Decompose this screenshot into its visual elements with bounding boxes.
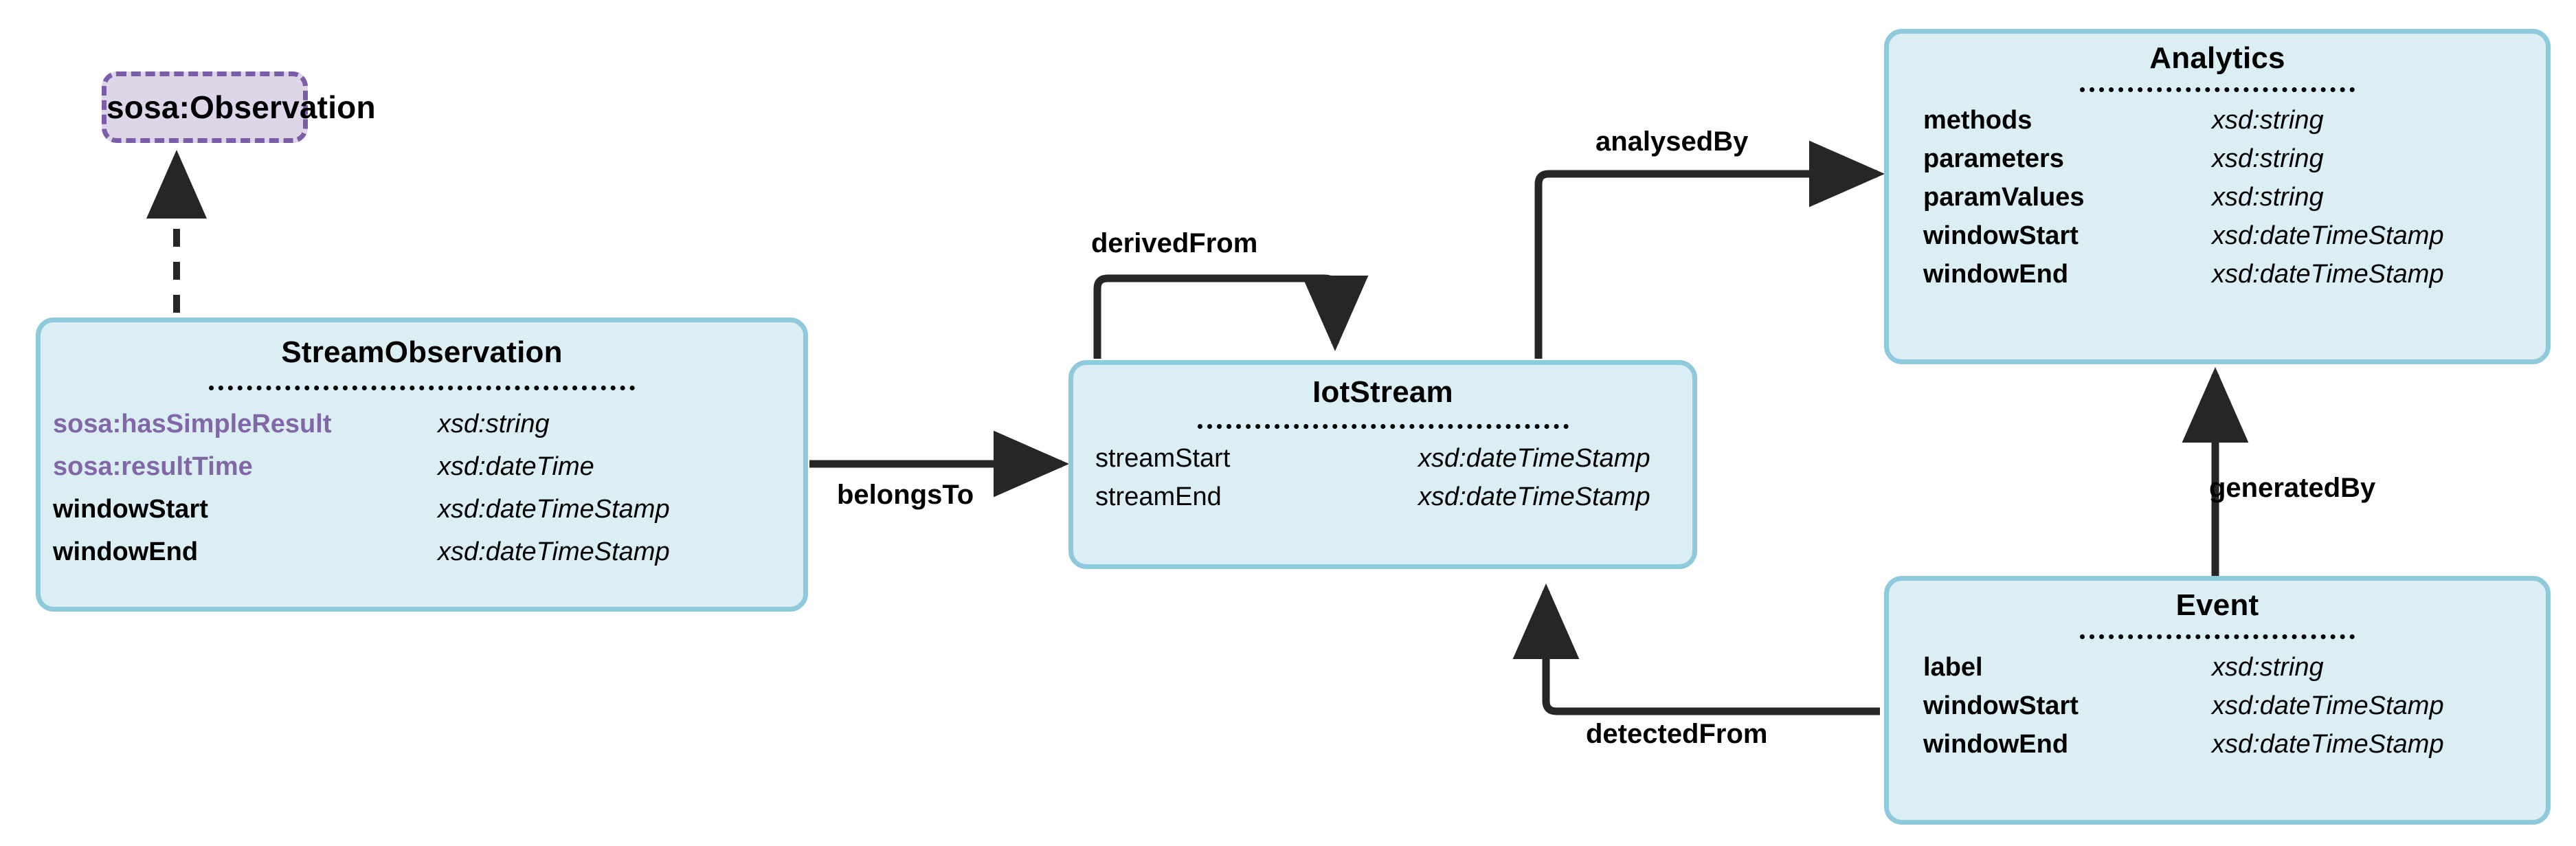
attribute-list-streamobservation: sosa:hasSimpleResult xsd:string sosa:res… xyxy=(41,411,816,581)
attribute-name: windowEnd xyxy=(1923,730,2069,759)
attribute-row: sosa:hasSimpleResult xsd:string xyxy=(53,411,816,454)
node-analytics[interactable]: Analytics methods xsd:string parameters … xyxy=(1884,29,2551,364)
attribute-type: xsd:string xyxy=(2212,144,2324,173)
attribute-type: xsd:dateTimeStamp xyxy=(2212,691,2444,720)
attribute-type: xsd:dateTimeStamp xyxy=(438,537,670,566)
edge-label-belongsto: belongsTo xyxy=(837,480,974,510)
attribute-row: windowEnd xsd:dateTimeStamp xyxy=(1923,261,2576,300)
edge-analysedby xyxy=(1534,140,1885,359)
attribute-list-analytics: methods xsd:string parameters xsd:string… xyxy=(1889,107,2576,300)
attribute-row: methods xsd:string xyxy=(1923,107,2576,146)
attribute-type: xsd:dateTime xyxy=(438,452,594,481)
edge-label-analysedby: analysedBy xyxy=(1595,126,1749,157)
attribute-name: sosa:resultTime xyxy=(53,452,253,481)
node-event[interactable]: Event label xsd:string windowStart xsd:d… xyxy=(1884,576,2551,825)
attribute-name: streamStart xyxy=(1095,444,1231,473)
attribute-name: methods xyxy=(1923,106,2032,135)
attribute-row: windowStart xsd:dateTimeStamp xyxy=(53,496,816,539)
node-separator xyxy=(1197,424,1569,429)
node-title-sosa-observation: sosa:Observation xyxy=(107,89,376,125)
attribute-type: xsd:string xyxy=(2212,653,2324,682)
attribute-type: xsd:string xyxy=(438,410,550,438)
edge-label-generatedby: generatedBy xyxy=(2209,473,2376,503)
attribute-name: streamEnd xyxy=(1095,482,1222,511)
node-title-streamobservation: StreamObservation xyxy=(281,335,563,369)
attribute-type: xsd:dateTimeStamp xyxy=(2212,260,2444,289)
attribute-type: xsd:dateTimeStamp xyxy=(1418,482,1650,511)
node-separator xyxy=(209,386,635,390)
attribute-name: paramValues xyxy=(1923,183,2085,212)
attribute-list-iotstream: streamStart xsd:dateTimeStamp streamEnd … xyxy=(1073,445,1714,522)
attribute-row: windowStart xsd:dateTimeStamp xyxy=(1923,693,2576,731)
node-title-iotstream: IotStream xyxy=(1312,375,1453,409)
attribute-row: sosa:resultTime xsd:dateTime xyxy=(53,454,816,496)
node-title-analytics: Analytics xyxy=(2149,41,2285,75)
attribute-name: windowStart xyxy=(53,495,208,524)
node-title-event: Event xyxy=(2175,588,2259,622)
attribute-name: label xyxy=(1923,653,1983,682)
node-sosa-observation[interactable]: sosa:Observation xyxy=(102,71,376,143)
node-separator xyxy=(2080,634,2355,639)
attribute-type: xsd:dateTimeStamp xyxy=(1418,444,1650,473)
node-iotstream[interactable]: IotStream streamStart xsd:dateTimeStamp … xyxy=(1068,360,1697,569)
attribute-row: parameters xsd:string xyxy=(1923,146,2576,184)
attribute-row: streamEnd xsd:dateTimeStamp xyxy=(1095,484,1714,522)
attribute-row: windowEnd xsd:dateTimeStamp xyxy=(53,539,816,581)
attribute-type: xsd:string xyxy=(2212,106,2324,135)
attribute-name: windowStart xyxy=(1923,221,2079,250)
attribute-row: windowStart xsd:dateTimeStamp xyxy=(1923,223,2576,261)
edge-label-detectedfrom: detectedFrom xyxy=(1586,719,1768,749)
attribute-row: streamStart xsd:dateTimeStamp xyxy=(1095,445,1714,484)
attribute-list-event: label xsd:string windowStart xsd:dateTim… xyxy=(1889,654,2576,770)
edge-label-derivedfrom: derivedFrom xyxy=(1091,228,1258,258)
edge-detectedfrom xyxy=(1512,583,1880,715)
attribute-name: windowStart xyxy=(1923,691,2079,720)
attribute-row: label xsd:string xyxy=(1923,654,2576,693)
node-streamobservation[interactable]: StreamObservation sosa:hasSimpleResult x… xyxy=(36,318,808,612)
attribute-type: xsd:dateTimeStamp xyxy=(2212,221,2444,250)
attribute-type: xsd:dateTimeStamp xyxy=(2212,730,2444,759)
node-separator xyxy=(2080,87,2355,92)
attribute-row: windowEnd xsd:dateTimeStamp xyxy=(1923,731,2576,770)
attribute-name: parameters xyxy=(1923,144,2064,173)
attribute-name: windowEnd xyxy=(1923,260,2069,289)
attribute-name: windowEnd xyxy=(53,537,199,566)
attribute-name: sosa:hasSimpleResult xyxy=(53,410,332,438)
attribute-row: paramValues xsd:string xyxy=(1923,184,2576,223)
attribute-type: xsd:dateTimeStamp xyxy=(438,495,670,524)
edge-derivedfrom xyxy=(1093,274,1369,359)
attribute-type: xsd:string xyxy=(2212,183,2324,212)
